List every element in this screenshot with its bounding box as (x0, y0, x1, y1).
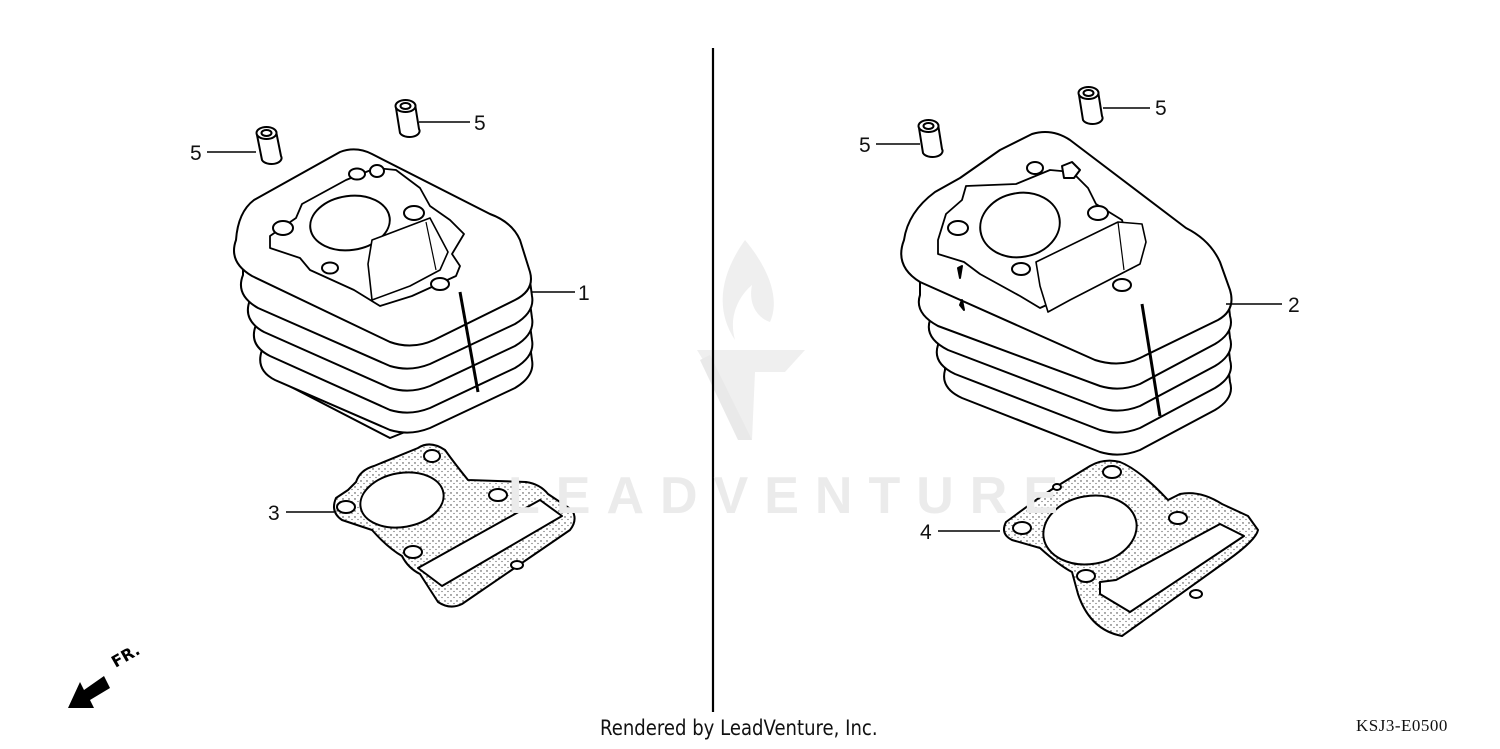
callout-3[interactable]: 3 (268, 502, 280, 525)
front-direction-arrow-icon (68, 676, 110, 708)
callout-5-left-a[interactable]: 5 (190, 142, 202, 165)
cylinder-2[interactable] (900, 131, 1233, 456)
diagram-code: KSJ3-E0500 (1356, 716, 1448, 735)
dowel-pin-5b[interactable] (394, 99, 421, 139)
dowel-pin-5d[interactable] (1077, 86, 1104, 126)
gasket-3[interactable] (333, 443, 576, 608)
callout-4[interactable]: 4 (920, 521, 932, 544)
cylinder-1[interactable] (233, 148, 534, 439)
render-credit: Rendered by LeadVenture, Inc. (600, 716, 878, 740)
gasket-4[interactable] (1003, 459, 1259, 637)
callout-5-left-b[interactable]: 5 (474, 112, 486, 135)
dowel-pin-5a[interactable] (255, 126, 283, 166)
callout-5-right-b[interactable]: 5 (1155, 97, 1167, 120)
dowel-pin-5c[interactable] (917, 119, 944, 159)
callout-2[interactable]: 2 (1288, 294, 1300, 317)
callout-5-right-a[interactable]: 5 (859, 134, 871, 157)
callout-1[interactable]: 1 (578, 282, 590, 305)
watermark-text: LEADVENTURE (508, 467, 1075, 525)
